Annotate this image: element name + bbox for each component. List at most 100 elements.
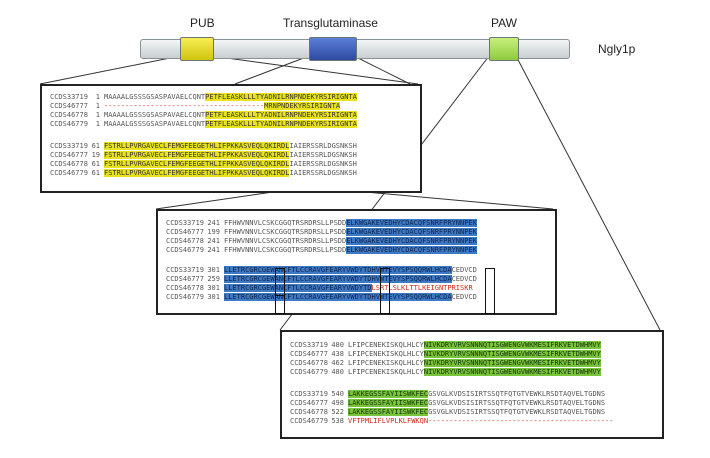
- sequence-id: CCDS33719: [290, 341, 328, 349]
- residue-number: 1: [95, 102, 100, 110]
- sequence: MAAAALGSSSGSASPAVAELCQNTPETFLEASKLLLTYAD…: [104, 92, 357, 102]
- residue-number: 1: [95, 93, 100, 101]
- residue-number: 1: [95, 111, 100, 119]
- sequence-suffix: IAIERSSRLDGSNKSH: [289, 169, 357, 177]
- protein-name: Ngly1p: [598, 42, 636, 56]
- sequence-id: CCDS46777: [50, 102, 88, 110]
- sequence-id: CCDS46779: [166, 293, 204, 301]
- domain-highlight: NIVKDRYVRVSNNNQTISGWENGVWKMESIFRKVETDWHM…: [423, 341, 601, 349]
- sequence: LLETRCGRCGEWANCFTLCCRAVGFEARYVWDYTDHVWTE…: [224, 292, 477, 302]
- residue-number: 19: [91, 151, 100, 159]
- transglutaminase-domain: [309, 37, 357, 61]
- residue-number: 480: [331, 368, 344, 376]
- sequence-id: CCDS46777: [166, 228, 204, 236]
- domain-highlight: LAKKEGSSFAYIISWKFEC: [348, 399, 429, 407]
- domain-highlight: LAKKEGSSFAYIISWKFEC: [348, 390, 429, 398]
- domain-highlight: PETFLEASKLLLTYADNILRNPNDEKYRSIRIGNTA: [205, 111, 357, 119]
- sequence-prefix: FFHWVNNVLCSKCGGQTRSRDRSLLPSDD: [224, 219, 347, 227]
- sequence-prefix: LFIPCENEKISKQLHLCY: [348, 341, 424, 349]
- sequence-suffix: IAIERSSRLDGSNKSH: [289, 142, 357, 150]
- sequence-id: CCDS46779: [290, 368, 328, 376]
- sequence: MAAAALGSSSGSASPAVAELCQNTPETFLEASKLLLTYAD…: [104, 110, 357, 120]
- sequence-suffix: CEDVCD: [451, 293, 477, 301]
- domain-highlight: FSTRLLPVRGAVECLFEMGFEEGETHLIFPKKASVEQLQK…: [104, 151, 290, 159]
- residue-number: 199: [207, 228, 220, 236]
- residue-box-2: [380, 268, 390, 314]
- domain-highlight: LLETRCGRCGEWANCFTLCCRAVGFEARYVWDYTDHVWTE…: [224, 266, 452, 274]
- domain-highlight: FSTRLLPVRGAVECLFEMGFEEGETHLIFPKKASVEQLQK…: [104, 160, 290, 168]
- sequence-prefix: MAAAALGSSSGSASPAVAELCQNT: [104, 93, 206, 101]
- residue-number: 480: [331, 341, 344, 349]
- sequence-suffix: IAIERSSRLDGSNKSH: [289, 151, 357, 159]
- residue-number: 241: [207, 219, 220, 227]
- sequence-id: CCDS33719: [166, 219, 204, 227]
- sequence-id: CCDS46779: [290, 417, 328, 425]
- sequence: VFTPMLIFLVPLKLFWKQN---------------------…: [348, 416, 614, 426]
- domain-highlight: PETFLEASKLLLTYADNILRNPNDEKYRSIRIGNTA: [205, 93, 357, 101]
- sequence-id: CCDS46779: [166, 246, 204, 254]
- sequence-prefix: LFIPCENEKISKQLHLCY: [348, 368, 424, 376]
- domain-highlight: LLETRCGRCGEWANCFTLCCRAVGFEARYVWDYTD: [224, 284, 372, 292]
- residue-number: 540: [331, 390, 344, 398]
- domain-highlight: PETFLEASKLLLTYADNILRNPNDEKYRSIRIGNTA: [205, 120, 357, 128]
- sequence-suffix: IAIERSSRLDGSNKSH: [289, 160, 357, 168]
- residue-number: 241: [207, 237, 220, 245]
- sequence-id: CCDS33719: [50, 93, 88, 101]
- domain-highlight: LLETRCGRCGEWANCFTLCCRAVGFEARYVWDYTDHVWTE…: [224, 293, 452, 301]
- domain-highlight: FSTRLLPVRGAVECLFEMGFEEGETHLIFPKKASVEQLQK…: [104, 142, 290, 150]
- paw-domain: [489, 37, 519, 61]
- sequence-id: CCDS46777: [166, 275, 204, 283]
- sequence: LAKKEGSSFAYIISWKFECGSVGLKVDSISIRTSSQTFQT…: [348, 407, 605, 417]
- residue-number: 301: [207, 293, 220, 301]
- gap-dashes: --------------: [205, 102, 265, 110]
- sequence-id: CCDS46778: [50, 111, 88, 119]
- protein-bar: [140, 37, 570, 61]
- sequence: FFHWVNNVLCSKCGGQTRSRDRSLLPSDDELKWGAKEVED…: [224, 227, 477, 237]
- domain-highlight: ELKWGAKEVEDHYCDACQFSNRFPRYNNPEK: [346, 219, 477, 227]
- sequence-suffix: LSRTLSLKLTTLKEIGNTPRISKR: [371, 284, 473, 292]
- alignment-row: CCDS46778 1 MAAAALGSSSGSASPAVAELCQNTPETFLE…: [42, 110, 420, 120]
- sequence: FSTRLLPVRGAVECLFEMGFEEGETHLIFPKKASVEQLQK…: [104, 141, 357, 151]
- sequence: FFHWVNNVLCSKCGGQTRSRDRSLLPSDDELKWGAKEVED…: [224, 245, 477, 255]
- sequence-prefix: FFHWVNNVLCSKCGGQTRSRDRSLLPSDD: [224, 237, 347, 245]
- residue-number: 301: [207, 266, 220, 274]
- sequence-id: CCDS46779: [50, 120, 88, 128]
- sequence: FSTRLLPVRGAVECLFEMGFEEGETHLIFPKKASVEQLQK…: [104, 159, 357, 169]
- sequence-id: CCDS46778: [166, 237, 204, 245]
- alignment-row: CCDS33719 1 MAAAALGSSSGSASPAVAELCQNTPETFLE…: [42, 92, 420, 102]
- residue-number: 498: [331, 399, 344, 407]
- sequence-id: CCDS46777: [290, 399, 328, 407]
- sequence: LFIPCENEKISKQLHLCYNIVKDRYVRVSNNNQTISGWEN…: [348, 340, 601, 350]
- domain-highlight: ELKWGAKEVEDHYCDACQFSNRFPRYNNPEK: [346, 237, 477, 245]
- residue-box-1-full: [275, 268, 285, 314]
- sequence-suffix: GSVGLKVDSISIRTSSQTFQTGTVEWKLRSDTAQVELTGD…: [428, 399, 606, 407]
- sequence-suffix: GSVGLKVDSISIRTSSQTFQTGTVEWKLRSDTAQVELTGD…: [428, 390, 606, 398]
- residue-box-3: [485, 268, 495, 314]
- domain-highlight: NIVKDRYVRVSNNNQTISGWENGVWKMESIFRKVETDWHM…: [423, 359, 601, 367]
- sequence: LFIPCENEKISKQLHLCYNIVKDRYVRVSNNNQTISGWEN…: [348, 358, 601, 368]
- sequence-id: CCDS33719: [50, 142, 88, 150]
- sequence-id: CCDS46777: [290, 350, 328, 358]
- sequence-suffix: GSVGLKVDSISIRTSSQTFQTGTVEWKLRSDTAQVELTGD…: [428, 408, 606, 416]
- residue-number: 538: [331, 417, 344, 425]
- sequence-suffix: ----------------------------------------…: [428, 417, 614, 425]
